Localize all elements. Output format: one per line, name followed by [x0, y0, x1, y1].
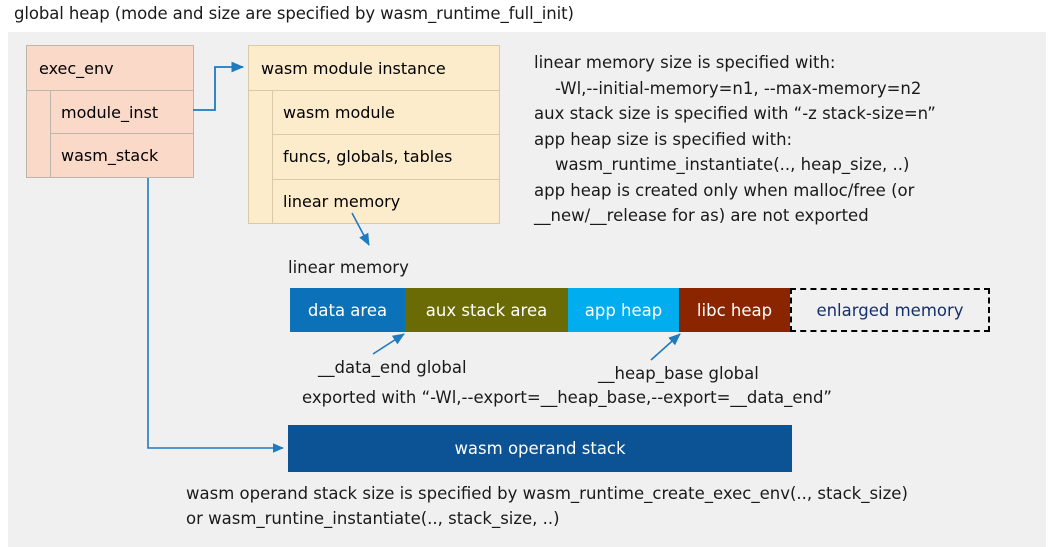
label-exported-with: exported with “-Wl,--export=__heap_base,… — [302, 388, 832, 407]
memory-segment-label: enlarged memory — [816, 300, 964, 320]
label-heap-base-global: __heap_base global — [598, 364, 759, 383]
memory-segment-data-area: data area — [290, 288, 405, 332]
exec-env-fields: module_inst wasm_stack — [51, 91, 193, 178]
exec-env-field-wasm-stack: wasm_stack — [61, 146, 159, 165]
field-funcs-globals-tables: funcs, globals, tables — [273, 135, 499, 180]
exec-env-field-module-inst: module_inst — [51, 91, 193, 134]
exec-env-gutter — [27, 91, 51, 178]
memory-segment-label: app heap — [584, 300, 663, 320]
exec-env-box: exec_env module_inst wasm_stack — [26, 45, 194, 178]
diagram-title: global heap (mode and size are specified… — [14, 4, 574, 23]
memory-segment-label: libc heap — [696, 300, 773, 320]
wasm-module-instance-gutter — [249, 91, 273, 224]
wasm-module-instance-fields: wasm module funcs, globals, tables linea… — [273, 91, 499, 224]
operand-stack-note: wasm operand stack size is specified by … — [186, 484, 908, 528]
memory-segment-app-heap: app heap — [568, 288, 679, 332]
memory-segment-aux-stack-area: aux stack area — [405, 288, 568, 332]
wasm-module-instance-box: wasm module instance wasm module funcs, … — [248, 45, 500, 224]
field-linear-memory: linear memory — [283, 192, 401, 212]
exec-env-header: exec_env — [27, 46, 193, 91]
linear-memory-note: linear memory size is specified with: -W… — [534, 53, 936, 225]
memory-segment-enlarged-memory: enlarged memory — [790, 288, 990, 332]
field-wasm-module: wasm module — [273, 91, 499, 136]
wasm-operand-stack-box: wasm operand stack — [288, 425, 792, 472]
exec-env-body: module_inst wasm_stack — [27, 91, 193, 178]
memory-segment-label: data area — [307, 300, 388, 320]
linear-memory-bar: data area aux stack area app heap libc heap… — [290, 288, 990, 332]
memory-segment-libc-heap: libc heap — [679, 288, 790, 332]
linear-memory-caption: linear memory — [288, 258, 409, 277]
wasm-module-instance-body: wasm module funcs, globals, tables linea… — [249, 91, 499, 224]
memory-segment-label: aux stack area — [425, 300, 548, 320]
wasm-module-instance-header: wasm module instance — [249, 46, 499, 91]
label-data-end-global: __data_end global — [318, 358, 467, 377]
